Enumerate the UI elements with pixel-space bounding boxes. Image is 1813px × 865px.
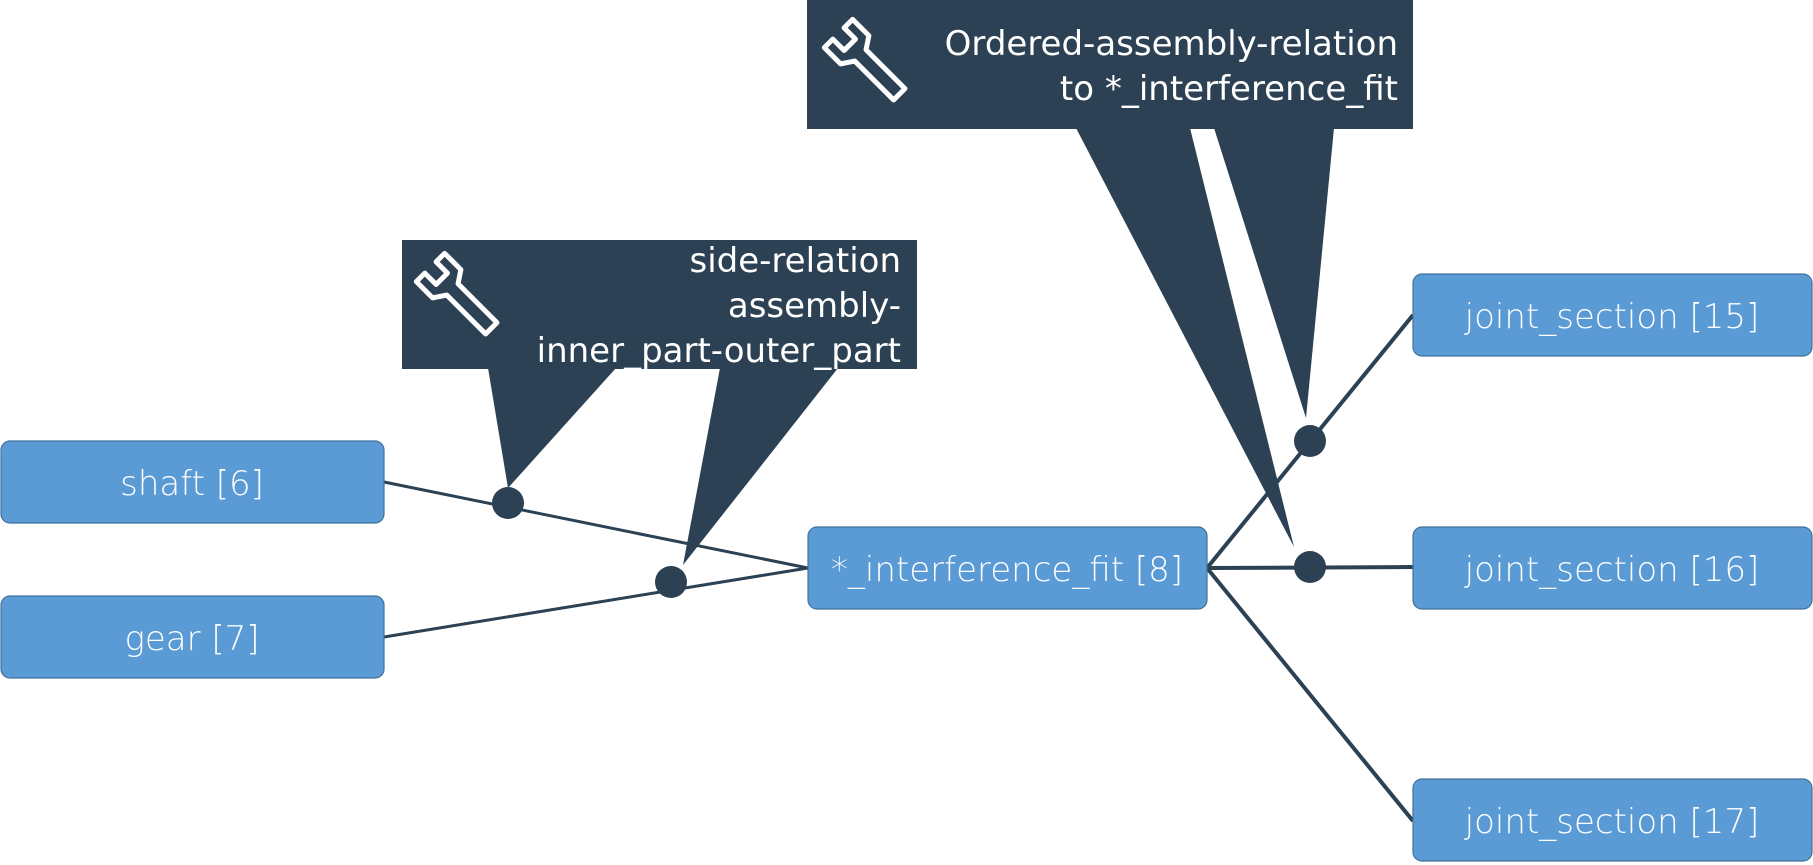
callout-pointer-joint-16-edge: [1076, 128, 1294, 547]
edge-shaft-to-interference-fit: [383, 480, 809, 570]
edge-dots: [492, 425, 1326, 598]
node-joint-section-17[interactable]: joint_section [17]: [1412, 778, 1813, 862]
edge-dot-gear: [655, 566, 687, 598]
node-shaft[interactable]: shaft [6]: [0, 440, 385, 524]
callout-side-relation: side-relation assembly- inner_part-outer…: [402, 240, 917, 565]
node-joint-section-16[interactable]: joint_section [16]: [1412, 526, 1813, 610]
edge-gear-to-interference-fit: [383, 566, 809, 639]
wrench-icon: [821, 16, 908, 103]
callout-side-relation-line-3: inner_part-outer_part: [537, 331, 901, 371]
edge-dot-shaft: [492, 487, 524, 519]
node-gear[interactable]: gear [7]: [0, 595, 385, 679]
callout-pointer-gear-edge: [683, 368, 838, 565]
node-interference-fit[interactable]: *_interference_fit [8]: [807, 526, 1208, 610]
wrench-icon: [413, 250, 500, 337]
edge-dot-joint-15: [1294, 425, 1326, 457]
node-shaft-label: shaft [6]: [120, 464, 264, 504]
node-joint-section-17-label: joint_section [17]: [1464, 802, 1760, 842]
callout-ordered-assembly-relation: Ordered-assembly-relation to *_interfere…: [807, 0, 1413, 547]
edge-interference-fit-to-joint-17: [1205, 566, 1415, 823]
callout-side-relation-line-1: side-relation: [690, 241, 902, 281]
callout-box-ordered-assembly: [807, 0, 1413, 129]
callout-pointer-shaft-edge: [488, 368, 616, 488]
edge-dot-joint-16: [1294, 551, 1326, 583]
callout-side-relation-line-2: assembly-: [728, 286, 901, 326]
node-interference-fit-label: *_interference_fit [8]: [831, 550, 1183, 590]
node-gear-label: gear [7]: [124, 619, 259, 659]
node-joint-section-15-label: joint_section [15]: [1464, 297, 1760, 337]
callout-ordered-assembly-line-1: Ordered-assembly-relation: [945, 24, 1398, 64]
node-joint-section-16-label: joint_section [16]: [1464, 550, 1760, 590]
node-joint-section-15[interactable]: joint_section [15]: [1412, 273, 1813, 357]
callout-pointer-joint-15-edge: [1214, 128, 1334, 418]
callout-ordered-assembly-line-2: to *_interference_fit: [1060, 69, 1398, 109]
callout-box-side-relation: [402, 240, 917, 369]
